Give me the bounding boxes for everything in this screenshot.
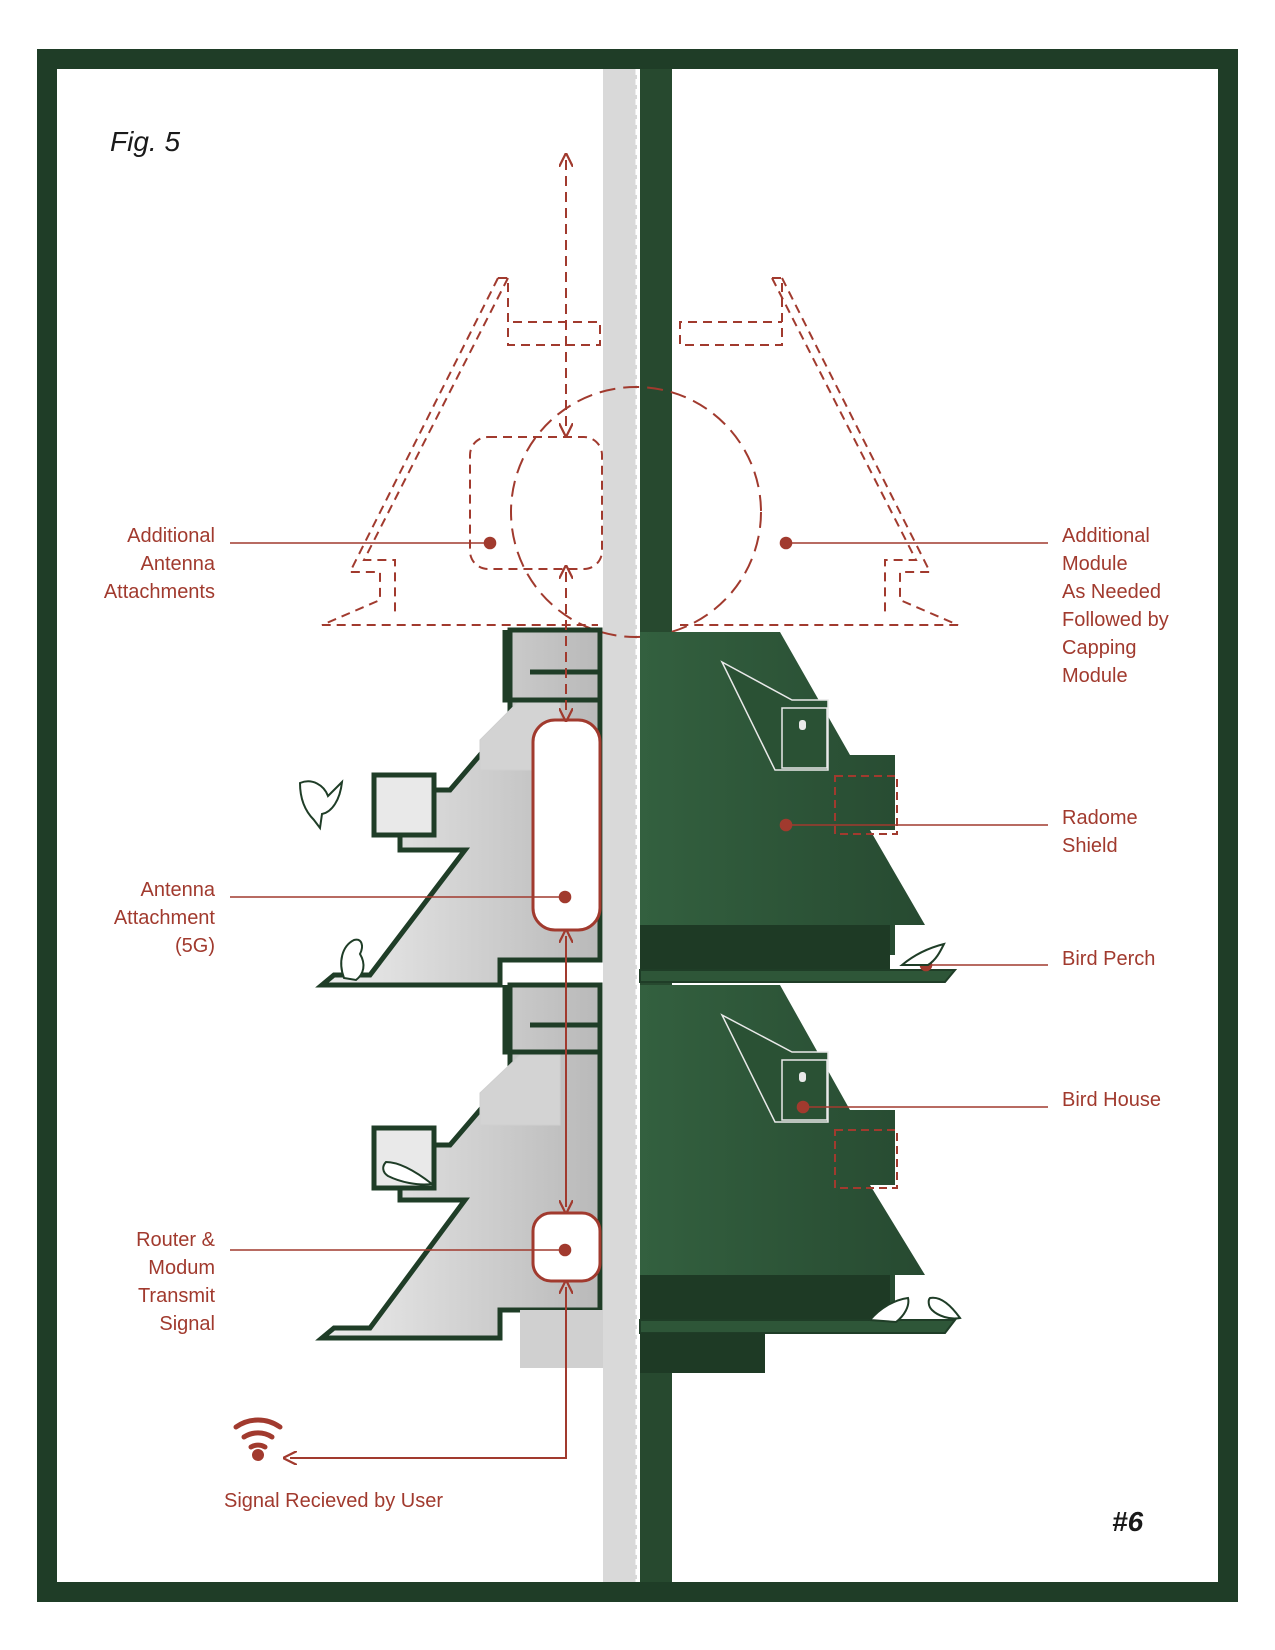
page-number: #6 (1112, 1506, 1144, 1537)
bird-icon (899, 942, 946, 966)
label-additional-antenna: Additional Antenna Attachments (103, 525, 215, 603)
label-antenna-5g: Antenna Attachment (5G) (113, 879, 215, 957)
right-exterior-lower (639, 985, 958, 1373)
label-bird-house: Bird House (1062, 1089, 1161, 1111)
bird-icon (298, 779, 344, 831)
leader-lines (230, 536, 1048, 1257)
bird-icon (340, 938, 365, 982)
right-exterior-upper (639, 632, 958, 983)
bird-icon (382, 1160, 435, 1186)
wifi-icon (233, 1417, 283, 1461)
label-radome-shield: Radome Shield (1062, 807, 1138, 857)
label-bird-perch: Bird Perch (1062, 948, 1156, 970)
dashed-capping-module (321, 277, 959, 638)
label-signal-received: Signal Recieved by User (224, 1490, 443, 1512)
pole-left-grey (603, 69, 637, 1582)
label-additional-module: Additional Module As Needed Followed by … (1062, 525, 1169, 687)
signal-path (290, 160, 566, 1458)
label-router: Router & Modum Transmit Signal (136, 1229, 215, 1335)
page-frame (37, 49, 1238, 1602)
left-section-lower (315, 982, 603, 1368)
figure-label: Fig. 5 (110, 126, 181, 157)
bird-icon (867, 1296, 962, 1324)
